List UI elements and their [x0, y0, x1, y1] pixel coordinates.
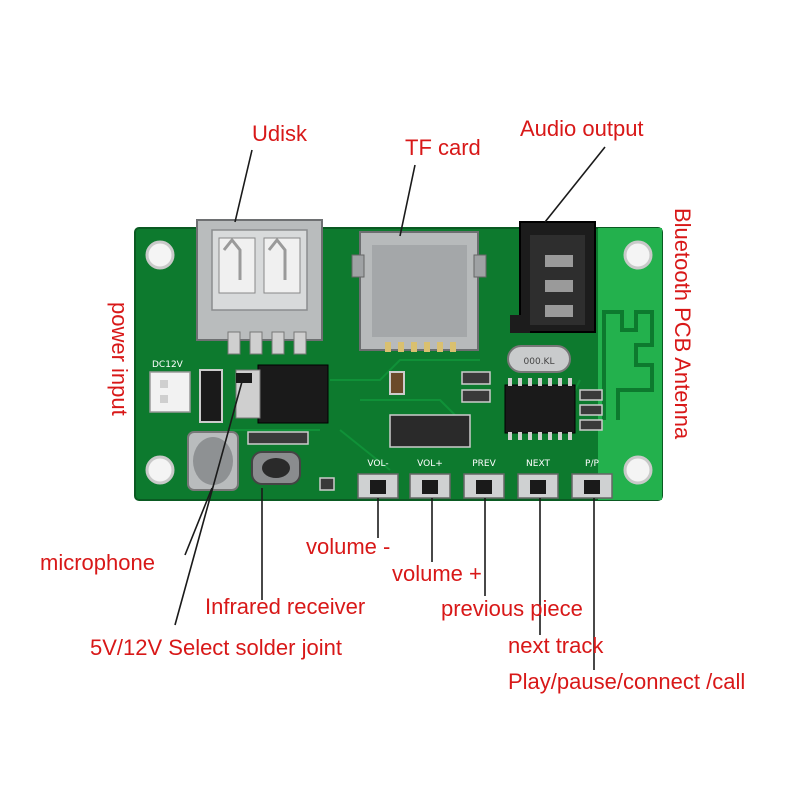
silk-vol-minus: VOL-	[367, 459, 388, 469]
voltage-regulator	[235, 364, 329, 424]
label-play-pause: Play/pause/connect /call	[508, 669, 746, 694]
label-infrared-receiver: Infrared receiver	[205, 594, 366, 619]
label-volume-minus: volume -	[306, 534, 391, 559]
dc12v-silkscreen: DC12V	[152, 360, 184, 370]
infrared-receiver-component	[251, 451, 301, 485]
label-volume-plus: volume +	[392, 561, 482, 586]
silk-next: NEXT	[526, 459, 550, 469]
label-audio-output: Audio output	[520, 116, 644, 141]
button-next	[517, 473, 559, 499]
main-ic	[504, 378, 576, 440]
silk-pp: P/P	[585, 459, 599, 469]
label-previous-piece: previous piece	[441, 596, 583, 621]
crystal-marking: 000.KL	[524, 357, 555, 367]
silk-prev: PREV	[472, 459, 496, 469]
label-tf-card: TF card	[405, 135, 481, 160]
mounting-holes	[145, 240, 653, 485]
pointer-solder-joint	[174, 377, 244, 626]
pointer-lines	[174, 146, 606, 670]
label-udisk: Udisk	[252, 121, 308, 146]
usb-port	[196, 219, 323, 355]
button-vol-minus	[357, 473, 399, 499]
tf-card-slot	[351, 231, 487, 352]
power-connector: DC12V	[149, 360, 191, 413]
button-vol-plus	[409, 473, 451, 499]
pointer-audio	[544, 146, 606, 223]
label-solder-joint: 5V/12V Select solder joint	[90, 635, 342, 660]
label-microphone: microphone	[40, 550, 155, 575]
audio-jack	[510, 221, 596, 333]
pointer-udisk	[234, 149, 253, 223]
label-next-track: next track	[508, 633, 604, 658]
tactile-buttons	[357, 473, 613, 499]
label-bluetooth-antenna: Bluetooth PCB Antenna	[670, 208, 695, 440]
microphone-component	[187, 431, 239, 491]
smd-components	[199, 369, 603, 491]
button-prev	[463, 473, 505, 499]
label-power-input: power input	[107, 302, 132, 416]
pointer-tf-card	[399, 164, 416, 237]
crystal-oscillator: 000.KL	[507, 345, 571, 373]
button-pp	[571, 473, 613, 499]
pointer-microphone	[184, 487, 213, 556]
silk-vol-plus: VOL+	[417, 459, 443, 469]
